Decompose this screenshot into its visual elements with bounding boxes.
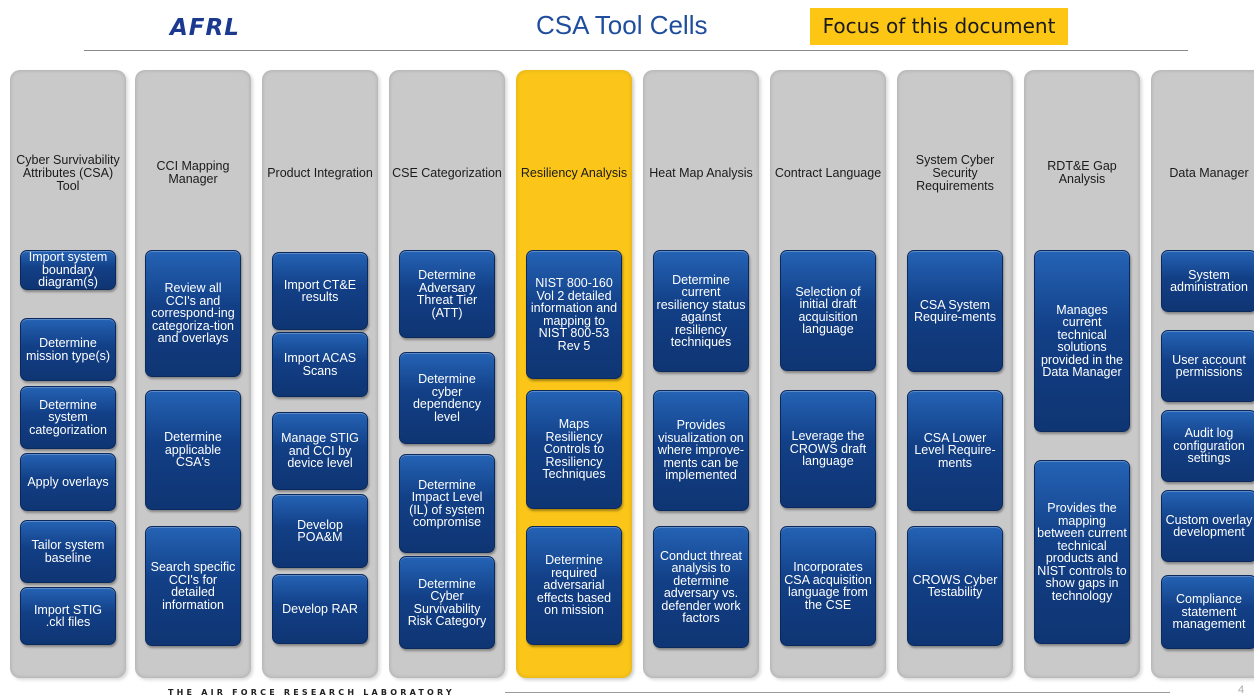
capability-box: Develop RAR: [272, 574, 368, 644]
capability-box: Maps Resiliency Controls to Resiliency T…: [526, 390, 622, 509]
column-title: Cyber Survivability Attributes (CSA) Too…: [16, 152, 120, 193]
focus-callout: Focus of this document: [810, 8, 1068, 45]
capability-box: Conduct threat analysis to determine adv…: [653, 526, 749, 648]
capability-box: Apply overlays: [20, 453, 116, 511]
footer-org: THE AIR FORCE RESEARCH LABORATORY: [168, 688, 455, 697]
capability-box: User account permissions: [1161, 330, 1254, 402]
capability-box: CSA Lower Level Require-ments: [907, 390, 1003, 511]
capability-box: Determine required adversarial effects b…: [526, 526, 622, 645]
capability-box: Manage STIG and CCI by device level: [272, 412, 368, 490]
capability-box: Determine Adversary Threat Tier (ATT): [399, 250, 495, 338]
capability-box: Custom overlay development: [1161, 490, 1254, 562]
capability-box: System administration: [1161, 250, 1254, 312]
column-title: CSE Categorization: [392, 165, 502, 180]
column-title: Product Integration: [267, 165, 373, 180]
afrl-logo: AFRL: [170, 15, 240, 41]
capability-box: Provides visualization on where improve-…: [653, 390, 749, 511]
capability-box: NIST 800-160 Vol 2 detailed information …: [526, 250, 622, 379]
capability-box: Search specific CCI's for detailed infor…: [145, 526, 241, 646]
column-title: Data Manager: [1169, 165, 1249, 180]
capability-box: Determine mission type(s): [20, 318, 116, 381]
capability-box: Selection of initial draft acquisition l…: [780, 250, 876, 371]
capability-box: Determine Cyber Survivability Risk Categ…: [399, 556, 495, 649]
capability-box: Import ACAS Scans: [272, 332, 368, 397]
capability-box: Import STIG .ckl files: [20, 587, 116, 645]
column-title: Heat Map Analysis: [649, 165, 753, 180]
capability-box: Audit log configuration settings: [1161, 410, 1254, 482]
page-title: CSA Tool Cells: [536, 10, 708, 40]
capability-box: Determine cyber dependency level: [399, 352, 495, 444]
header-divider: [84, 50, 1188, 51]
column-title: CCI Mapping Manager: [156, 159, 230, 186]
capability-box: Develop POA&M: [272, 494, 368, 568]
capability-box: CSA System Require-ments: [907, 250, 1003, 372]
capability-box: Review all CCI's and correspond-ing cate…: [145, 250, 241, 377]
capability-box: Determine current resiliency status agai…: [653, 250, 749, 372]
capability-box: Import system boundary diagram(s): [20, 250, 116, 290]
capability-box: Leverage the CROWS draft language: [780, 390, 876, 508]
column-title: Contract Language: [774, 165, 882, 180]
column-title: RDT&E Gap Analysis: [1047, 159, 1117, 186]
capability-box: Incorporates CSA acquisition language fr…: [780, 526, 876, 646]
column-title: Resiliency Analysis: [520, 165, 628, 180]
capability-box: Compliance statement management: [1161, 575, 1254, 649]
capability-box: Determine applicable CSA's: [145, 390, 241, 510]
tool-cell-column: Cyber Survivability Attributes (CSA) Too…: [10, 70, 126, 678]
capability-box: Provides the mapping between current tec…: [1034, 460, 1130, 644]
column-title: System Cyber Security Requirements: [915, 152, 995, 193]
capability-box: CROWS Cyber Testability: [907, 526, 1003, 646]
capability-box: Import CT&E results: [272, 252, 368, 330]
capability-box: Tailor system baseline: [20, 520, 116, 583]
footer-divider: [505, 692, 1170, 693]
capability-box: Determine Impact Level (IL) of system co…: [399, 454, 495, 553]
capability-box: Determine system categorization: [20, 386, 116, 449]
capability-box: Manages current technical solutions prov…: [1034, 250, 1130, 432]
page-number: 4: [1238, 684, 1245, 696]
